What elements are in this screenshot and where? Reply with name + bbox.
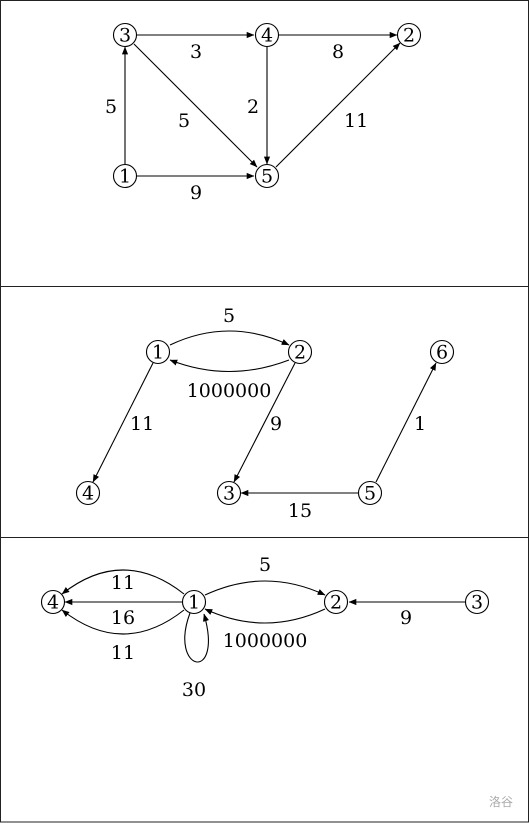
edge-label-3-4: 3 (190, 41, 202, 63)
edge-label-3-2: 9 (400, 607, 412, 629)
edge-label-4-5: 2 (247, 96, 259, 118)
node-label: 5 (261, 166, 273, 188)
edge-label-1-4-middle: 16 (111, 607, 135, 629)
node-label: 4 (261, 25, 273, 47)
edge-1-to-4 (92, 362, 154, 483)
node-2: 2 (287, 339, 313, 365)
node-5: 5 (357, 480, 383, 506)
edge-1-to-4-bottom (61, 609, 185, 635)
node-label: 3 (471, 592, 483, 614)
node-3: 3 (216, 480, 242, 506)
edge-label-5-3: 15 (288, 500, 312, 522)
node-4: 4 (254, 22, 280, 48)
edge-label-2-1: 1000000 (187, 380, 272, 402)
panel-3: 11 16 11 5 1000000 9 30 4 1 2 3 洛谷 (0, 537, 529, 823)
node-5: 5 (254, 163, 280, 189)
edge-label-5-6: 1 (414, 413, 426, 435)
node-label: 5 (364, 483, 376, 505)
panel-3-border (0, 537, 529, 823)
edge-2-to-1 (169, 359, 290, 373)
edge-label-1-3: 5 (105, 96, 117, 118)
node-label: 2 (403, 25, 415, 47)
panel-2: 5 1000000 11 9 15 1 1 2 6 4 3 (0, 286, 529, 538)
edge-2-to-1 (204, 608, 326, 624)
node-1: 1 (145, 339, 171, 365)
node-label: 1 (188, 592, 200, 614)
edge-2-to-3 (233, 362, 296, 483)
edge-label-1-4-bottom: 11 (111, 642, 135, 664)
edge-label-2-3: 9 (270, 413, 282, 435)
edge-label-1-1: 30 (182, 679, 206, 701)
node-label: 6 (436, 342, 448, 364)
panel-1: 5 3 8 5 2 11 9 1 3 4 2 5 (0, 0, 529, 287)
edge-5-to-6 (375, 362, 437, 483)
node-label: 3 (119, 25, 131, 47)
node-4: 4 (40, 589, 66, 615)
edge-label-1-2: 5 (223, 305, 235, 327)
node-3: 3 (112, 22, 138, 48)
node-label: 3 (223, 483, 235, 505)
edge-label-5-2: 11 (344, 110, 368, 132)
edge-1-to-2 (204, 580, 326, 596)
node-label: 2 (294, 342, 306, 364)
node-2: 2 (323, 589, 349, 615)
edge-label-1-5: 9 (190, 182, 202, 204)
edge-1-to-4-top (61, 569, 185, 595)
node-label: 1 (119, 166, 131, 188)
node-3: 3 (464, 589, 490, 615)
watermark: 洛谷 (489, 794, 513, 809)
edge-label-3-5: 5 (178, 110, 190, 132)
edge-label-4-2: 8 (332, 41, 344, 63)
node-label: 2 (330, 592, 342, 614)
node-label: 4 (82, 483, 94, 505)
edge-1-self-loop (184, 612, 209, 663)
node-label: 1 (152, 342, 164, 364)
node-2: 2 (396, 22, 422, 48)
edge-1-to-2 (169, 330, 290, 346)
edge-label-1-4-top: 11 (111, 572, 135, 594)
node-label: 4 (47, 592, 59, 614)
edge-5-to-2 (275, 42, 401, 168)
edge-label-1-2: 5 (259, 554, 271, 576)
edge-label-2-1: 1000000 (223, 630, 308, 652)
node-4: 4 (75, 480, 101, 506)
node-6: 6 (429, 339, 455, 365)
edge-3-to-5 (133, 43, 258, 168)
node-1: 1 (112, 163, 138, 189)
edge-label-1-4: 11 (130, 413, 154, 435)
node-1: 1 (181, 589, 207, 615)
